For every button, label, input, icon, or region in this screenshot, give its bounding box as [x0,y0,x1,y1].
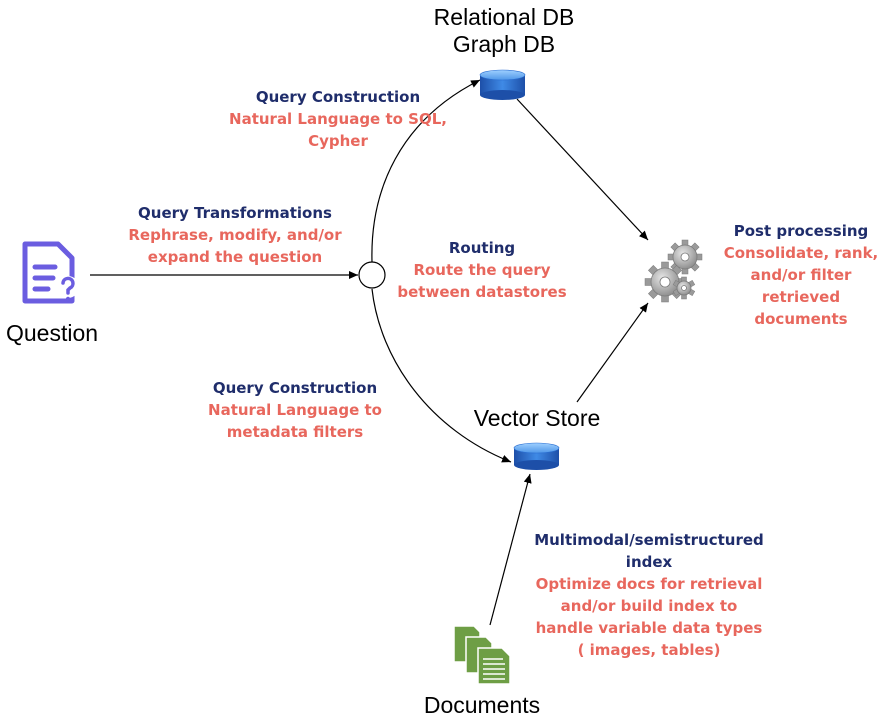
graph-db-line2: Graph DB [452,31,556,57]
question-label: Question [5,320,99,346]
edge-router-to-relational-db [371,79,481,263]
relational-db-label: Relational DB Graph DB [404,4,604,58]
query-construction-sql-heading: Query Construction [255,88,421,106]
edge-documents-to-vector-store [489,473,532,626]
multimodal-index-annotation: Multimodal/semistructured index Optimize… [518,529,780,661]
query-transformations-line2: expand the question [147,248,323,266]
query-construction-sql-annotation: Query Construction Natural Language to S… [213,86,463,152]
post-processing-heading: Post processing [733,222,869,240]
vector-store-database-icon [513,442,560,470]
routing-heading: Routing [448,239,516,257]
relational-db-line1: Relational DB [433,4,575,30]
query-construction-sql-line1: Natural Language to SQL, [229,110,447,128]
query-construction-meta-line2: metadata filters [226,423,364,441]
post-processing-line2: and/or filter [750,266,852,284]
query-transformations-heading: Query Transformations [138,204,332,222]
relational-db-database-icon [479,69,526,100]
post-processing-line3: retrieved [761,288,841,306]
multimodal-line1: Optimize docs for retrieval [535,575,763,593]
query-transformations-line1: Rephrase, modify, and/or [128,226,342,244]
query-construction-meta-line1: Natural Language to [208,401,382,419]
gears-icon [644,239,703,303]
query-construction-sql-line2: Cypher [308,132,368,150]
multimodal-heading1: Multimodal/semistructured [534,531,764,549]
routing-annotation: Routing Route the query between datastor… [382,237,582,303]
edge-router-to-vector-store [371,288,512,463]
vector-store-label: Vector Store [473,405,601,431]
multimodal-line3: handle variable data types [535,619,763,637]
edge-vector-store-to-post-processing [576,302,649,403]
routing-line2: between datastores [397,283,567,301]
post-processing-line1: Consolidate, rank, [723,244,879,262]
query-construction-meta-annotation: Query Construction Natural Language to m… [185,377,405,443]
question-document-icon [22,241,79,304]
multimodal-line2: and/or build index to [560,597,738,615]
query-construction-meta-heading: Query Construction [212,379,378,397]
documents-label: Documents [423,692,541,718]
query-transformations-annotation: Query Transformations Rephrase, modify, … [110,202,360,268]
documents-icon [453,625,511,685]
router-node [358,261,386,289]
post-processing-line4: documents [754,310,848,328]
edge-relational-db-to-post-processing [516,98,649,241]
multimodal-line4: ( images, tables) [577,641,721,659]
multimodal-heading2: index [625,553,673,571]
routing-line1: Route the query [413,261,551,279]
post-processing-annotation: Post processing Consolidate, rank, and/o… [716,220,886,330]
